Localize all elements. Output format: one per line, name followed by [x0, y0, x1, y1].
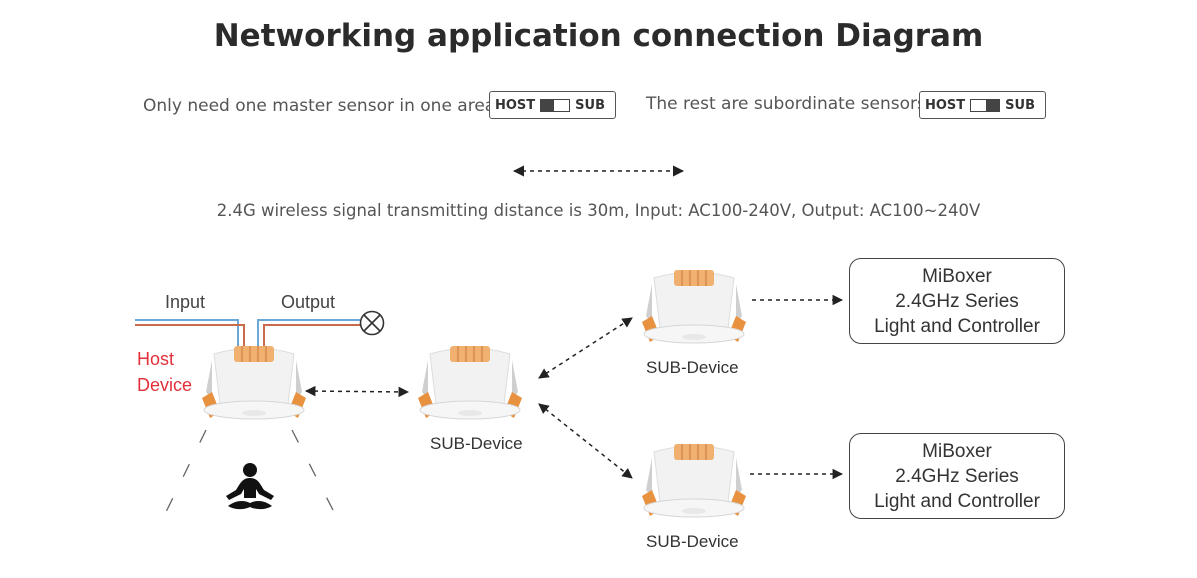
master-caption: Only need one master sensor in one area	[143, 96, 496, 116]
input-label: Input	[165, 292, 206, 312]
sub-top-link	[538, 317, 633, 379]
ceiling-sensor-icon	[202, 346, 306, 420]
switch-track	[540, 98, 571, 112]
switch-host-label: HOST	[495, 97, 536, 113]
sub-switch-subordinate: HOST SUB	[919, 91, 1046, 119]
host-switch-master: HOST SUB	[489, 91, 616, 119]
switch-sub-label: SUB	[1005, 97, 1035, 113]
input-wire-brown	[135, 324, 245, 348]
lamp-cross-icon	[359, 310, 385, 336]
output-wire-blue	[257, 319, 360, 348]
input-wire-blue	[135, 319, 239, 348]
host-sub-link	[304, 385, 410, 398]
switch-track	[970, 98, 1001, 112]
host-device-label: Host Device	[137, 349, 193, 395]
ceiling-sensor-icon	[418, 346, 522, 420]
controller-box-bottom: MiBoxer 2.4GHz Series Light and Controll…	[849, 433, 1065, 519]
sub-device-label-center: SUB-Device	[430, 434, 523, 453]
sub-sensor-bottom	[642, 444, 746, 518]
controller-type: Light and Controller	[874, 315, 1040, 337]
output-wire-brown	[263, 324, 360, 348]
controller-series: 2.4GHz Series	[895, 290, 1019, 312]
switch-host-label: HOST	[925, 97, 966, 113]
controller-brand: MiBoxer	[922, 265, 992, 287]
controller-type: Light and Controller	[874, 490, 1040, 512]
sub-device-label-bottom: SUB-Device	[646, 532, 739, 551]
output-label: Output	[281, 292, 336, 312]
sub-bottom-link	[538, 403, 633, 479]
sub-caption: The rest are subordinate sensors	[646, 94, 926, 114]
sub-device-label-top: SUB-Device	[646, 358, 739, 377]
host-sensor	[202, 346, 306, 420]
ceiling-sensor-icon	[642, 444, 746, 518]
ceiling-sensor-icon	[642, 270, 746, 344]
page-title: Networking application connection Diagra…	[213, 18, 984, 54]
sub-sensor-center	[418, 346, 522, 420]
meditating-person-icon	[226, 463, 274, 510]
controller-brand: MiBoxer	[922, 440, 992, 462]
signal-info: 2.4G wireless signal transmitting distan…	[216, 201, 981, 220]
detection-cone	[165, 429, 335, 513]
controller-box-top: MiBoxer 2.4GHz Series Light and Controll…	[849, 258, 1065, 344]
controller-series: 2.4GHz Series	[895, 465, 1019, 487]
sub-sensor-top	[642, 270, 746, 344]
switch-sub-label: SUB	[575, 97, 605, 113]
